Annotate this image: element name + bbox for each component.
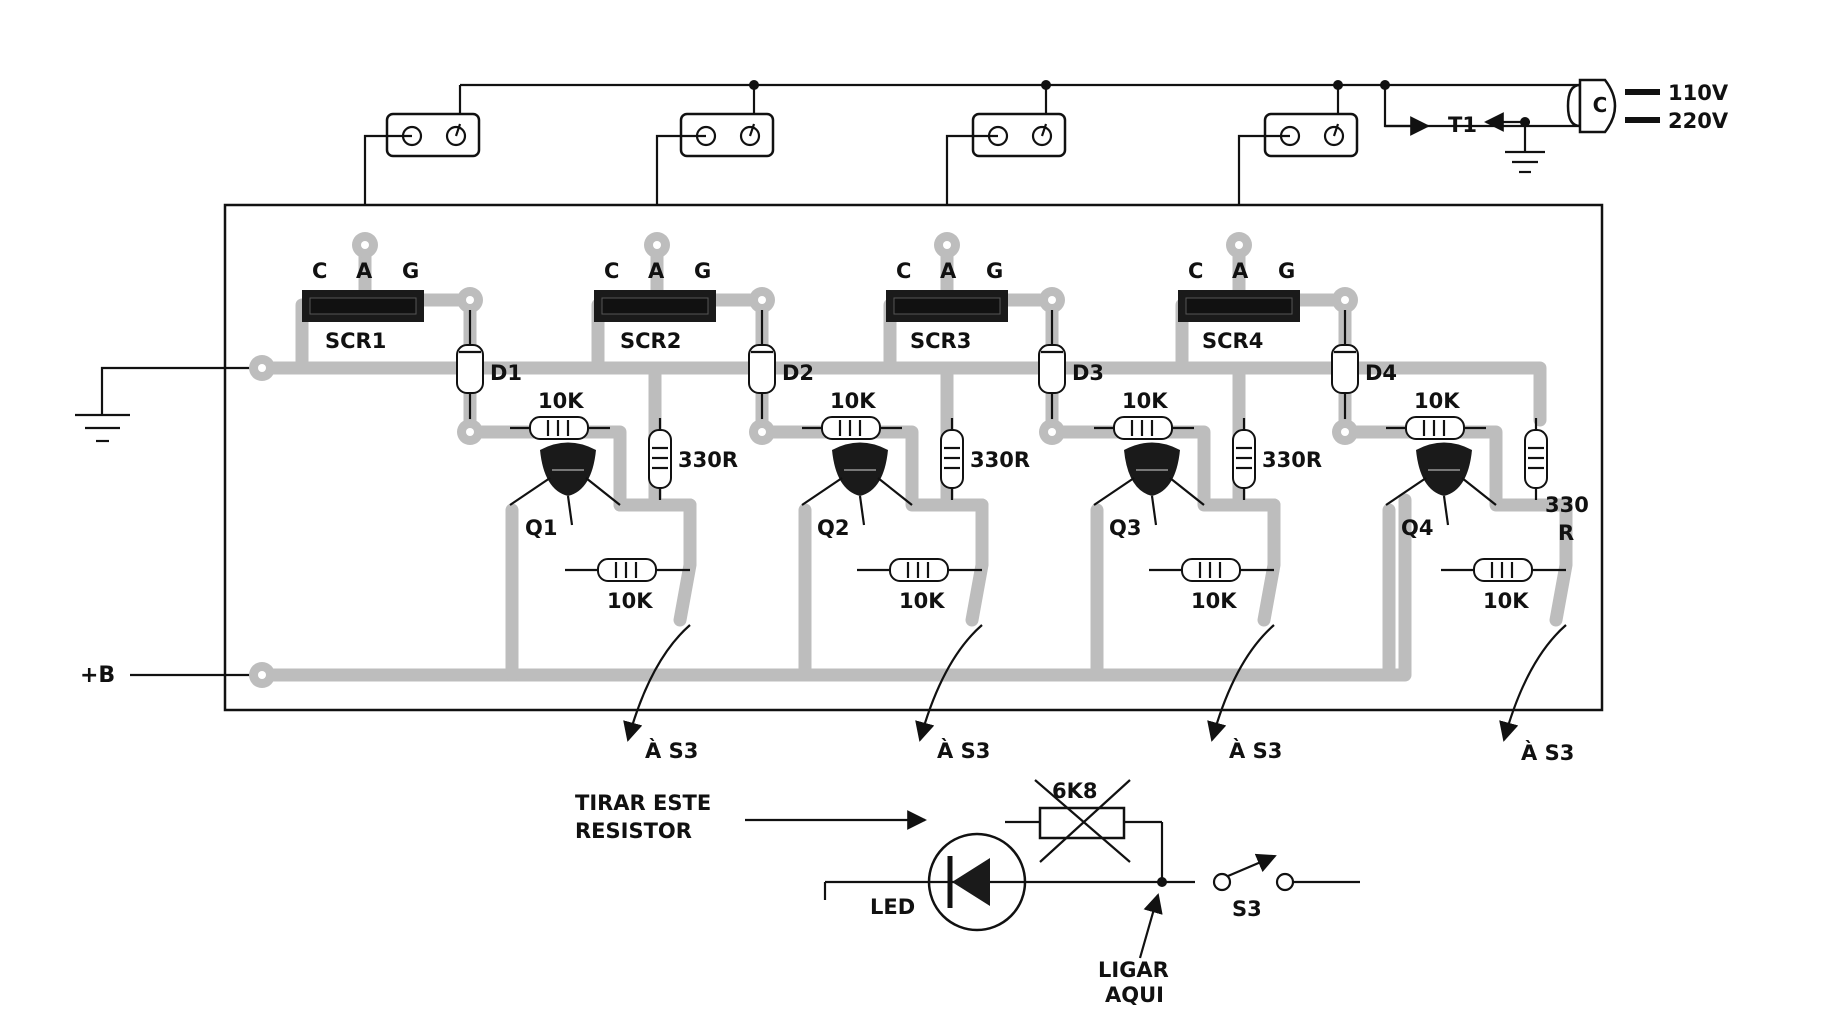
r-side-1-label: 330R <box>678 448 738 472</box>
external-wires: +B <box>75 355 275 688</box>
scr3-a-label: A <box>940 259 957 283</box>
out-arrow-2 <box>915 624 983 742</box>
out-2-label: À S3 <box>937 738 990 763</box>
lamp-socket-3 <box>945 112 1067 238</box>
note-line-2: RESISTOR <box>575 819 692 843</box>
led-label: LED <box>870 895 915 919</box>
out-3-label: À S3 <box>1229 738 1282 763</box>
scr2-c-label: C <box>604 259 619 283</box>
voltage-220-label: 220V <box>1668 109 1729 133</box>
r-top-3 <box>1094 416 1194 440</box>
r-bottom-4 <box>1441 558 1566 582</box>
scr3-c-label: C <box>896 259 911 283</box>
out-arrow-4 <box>1499 624 1567 742</box>
r-bottom-2-label: 10K <box>899 589 945 613</box>
q4-label: Q4 <box>1401 516 1433 540</box>
scr3-g-label: G <box>986 259 1003 283</box>
d2-label: D2 <box>782 361 814 385</box>
scr2-g-label: G <box>694 259 711 283</box>
r-top-2-label: 10K <box>830 389 876 413</box>
scr4-c-label: C <box>1188 259 1203 283</box>
ground-icon-t1 <box>1505 122 1545 174</box>
scr2-a-label: A <box>648 259 665 283</box>
t1-label: T1 <box>1448 113 1477 137</box>
stage-2: C A G SCR2 D2 10K 330R Q2 <box>594 232 1030 763</box>
d3-label: D3 <box>1072 361 1104 385</box>
resistor-6k8-label: 6K8 <box>1052 779 1098 803</box>
s3-label: S3 <box>1232 897 1262 921</box>
ac-wiring: C T1 110V 220V <box>458 78 1729 174</box>
switch-s3-icon <box>1195 853 1295 894</box>
r-side-4 <box>1524 418 1548 500</box>
scr3-label: SCR3 <box>910 329 971 353</box>
plus-b-label: +B <box>80 663 115 688</box>
scr1-g-label: G <box>402 259 419 283</box>
plug-label: C <box>1593 93 1608 117</box>
stage-4: C A G SCR4 D4 10K 330 R Q4 <box>1178 232 1589 765</box>
lamp-socket-2 <box>655 112 775 238</box>
r-bottom-3 <box>1149 558 1274 582</box>
r-top-3-label: 10K <box>1122 389 1168 413</box>
r-bottom-2 <box>857 558 982 582</box>
scr1-label: SCR1 <box>325 329 386 353</box>
out-arrow-1 <box>623 624 691 742</box>
r-top-4 <box>1386 416 1486 440</box>
stage-1: C A G SCR1 D1 10K 330R Q1 <box>302 232 738 763</box>
scr2-label: SCR2 <box>620 329 681 353</box>
r-top-1 <box>510 416 610 440</box>
connect-line-1: LIGAR <box>1098 958 1169 982</box>
out-arrow-3 <box>1207 624 1275 742</box>
stage-3: C A G SCR3 D3 10K 330R Q3 <box>886 232 1322 763</box>
scr1-c-label: C <box>312 259 327 283</box>
q1-transistor-icon <box>509 442 621 526</box>
d1-label: D1 <box>490 361 522 385</box>
pcb-traces <box>255 238 1573 682</box>
led-switch-detail: TIRAR ESTE RESISTOR 6K8 LED S3 <box>575 779 1360 1007</box>
r-side-3 <box>1232 418 1256 500</box>
led-icon <box>927 832 1027 932</box>
r-side-2-label: 330R <box>970 448 1030 472</box>
connect-arrow <box>1138 893 1163 959</box>
r-top-1-label: 10K <box>538 389 584 413</box>
q1-label: Q1 <box>525 516 557 540</box>
out-4-label: À S3 <box>1521 740 1574 765</box>
d4-label: D4 <box>1365 361 1397 385</box>
r-bottom-4-label: 10K <box>1483 589 1529 613</box>
q2-label: Q2 <box>817 516 849 540</box>
crossed-resistor-icon <box>1005 779 1164 882</box>
r-top-4-label: 10K <box>1414 389 1460 413</box>
q3-transistor-icon <box>1093 442 1205 526</box>
r-side-2 <box>940 418 964 500</box>
q2-transistor-icon <box>801 442 913 526</box>
r-bottom-3-label: 10K <box>1191 589 1237 613</box>
note-line-1: TIRAR ESTE <box>575 791 711 815</box>
r-side-4-unit: R <box>1558 521 1574 545</box>
q4-transistor-icon <box>1385 442 1497 526</box>
q3-label: Q3 <box>1109 516 1141 540</box>
voltage-110-label: 110V <box>1668 81 1729 105</box>
out-1-label: À S3 <box>645 738 698 763</box>
r-side-1 <box>648 418 672 500</box>
r-top-2 <box>802 416 902 440</box>
r-side-4-label: 330 <box>1545 493 1589 517</box>
scr4-a-label: A <box>1232 259 1249 283</box>
scr4-label: SCR4 <box>1202 329 1263 353</box>
r-bottom-1 <box>565 558 690 582</box>
ground-icon-board <box>75 413 130 443</box>
r-side-3-label: 330R <box>1262 448 1322 472</box>
scr1-a-label: A <box>356 259 373 283</box>
mains-plug-icon <box>1566 78 1660 134</box>
scr4-g-label: G <box>1278 259 1295 283</box>
r-bottom-1-label: 10K <box>607 589 653 613</box>
connect-line-2: AQUI <box>1105 983 1164 1007</box>
